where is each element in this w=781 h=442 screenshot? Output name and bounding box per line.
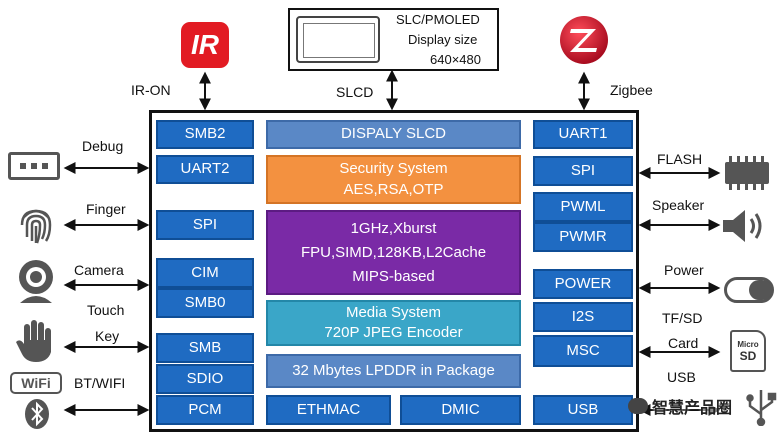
wifi-logo-icon: WiFi bbox=[10, 372, 62, 394]
right-block-pwmr: PWMR bbox=[533, 222, 633, 252]
cpu-features: FPU,SIMD,128KB,L2Cache bbox=[300, 243, 487, 261]
hand-icon bbox=[14, 318, 58, 364]
display-panel: SLC/PMOLED Display size 640×480 bbox=[288, 8, 499, 71]
usb-label: USB bbox=[667, 369, 696, 385]
speaker-label: Speaker bbox=[652, 197, 705, 213]
display-resolution: 640×480 bbox=[430, 52, 481, 67]
micro-sd-icon: Micro SD bbox=[730, 330, 766, 372]
wifi-logo-text: WiFi bbox=[21, 375, 51, 391]
camera-label: Camera bbox=[74, 262, 124, 278]
finger-label: Finger bbox=[86, 201, 126, 217]
bluetooth-icon bbox=[24, 398, 50, 430]
right-block-power: POWER bbox=[533, 269, 633, 299]
bt-wifi-label: BT/WIFI bbox=[74, 375, 126, 391]
flash-label: FLASH bbox=[657, 151, 703, 167]
touch-label: Touch bbox=[87, 302, 125, 318]
zigbee-icon bbox=[558, 14, 610, 66]
wechat-icon bbox=[628, 398, 648, 414]
media-title: Media System bbox=[345, 303, 442, 321]
right-block-msc: MSC bbox=[533, 335, 633, 367]
center-block-security: Security System AES,RSA,OTP bbox=[266, 155, 521, 204]
tf-sd-label: TF/SD bbox=[662, 310, 703, 326]
watermark-text: 智慧产品圈 bbox=[652, 400, 733, 417]
camera-icon bbox=[12, 257, 60, 305]
right-block-i2s: I2S bbox=[533, 302, 633, 332]
zigbee-label: Zigbee bbox=[610, 82, 653, 98]
center-block-media: Media System 720P JPEG Encoder bbox=[266, 300, 521, 346]
cpu-frequency: 1GHz,Xburst bbox=[350, 219, 437, 237]
right-block-usb: USB bbox=[533, 395, 633, 425]
display-title: SLC/PMOLED bbox=[396, 12, 480, 27]
ir-logo-text: IR bbox=[191, 29, 219, 60]
security-title: Security System bbox=[339, 160, 448, 178]
fingerprint-icon bbox=[16, 203, 56, 247]
left-block-smb: SMB bbox=[156, 333, 254, 363]
center-block-lpddr: 32 Mbytes LPDDR in Package bbox=[266, 354, 521, 388]
usb-icon bbox=[744, 386, 778, 427]
display-screen-icon bbox=[296, 16, 380, 63]
micro-sd-text-1: Micro bbox=[737, 339, 759, 349]
display-size-label: Display size bbox=[408, 32, 478, 47]
right-block-spi: SPI bbox=[533, 156, 633, 186]
center-block-slcd: DISPALY SLCD bbox=[266, 120, 521, 149]
bottom-block-ethmac: ETHMAC bbox=[266, 395, 391, 425]
watermark: 智慧产品圈 bbox=[628, 394, 732, 418]
left-block-smb2: SMB2 bbox=[156, 120, 254, 149]
bottom-block-dmic: DMIC bbox=[400, 395, 521, 425]
right-block-uart1: UART1 bbox=[533, 120, 633, 149]
media-encoder: 720P JPEG Encoder bbox=[324, 324, 463, 341]
ir-logo: IR bbox=[181, 22, 229, 68]
left-block-sdio: SDIO bbox=[156, 364, 254, 394]
left-block-uart2: UART2 bbox=[156, 155, 254, 184]
power-toggle-icon bbox=[724, 277, 774, 303]
left-block-spi: SPI bbox=[156, 210, 254, 240]
power-label: Power bbox=[664, 262, 704, 278]
debug-connector-icon bbox=[8, 152, 60, 180]
security-features: AES,RSA,OTP bbox=[343, 180, 444, 198]
center-block-cpu: 1GHz,Xburst FPU,SIMD,128KB,L2Cache MIPS-… bbox=[266, 210, 521, 295]
key-label: Key bbox=[95, 328, 120, 344]
speaker-icon bbox=[721, 206, 771, 246]
left-block-smb0: SMB0 bbox=[156, 288, 254, 318]
card-label: Card bbox=[668, 335, 699, 351]
flash-chip-icon bbox=[721, 154, 773, 192]
micro-sd-text-2: SD bbox=[739, 348, 757, 363]
ir-label: IR-ON bbox=[131, 82, 171, 98]
cpu-architecture: MIPS-based bbox=[352, 267, 435, 285]
right-block-pwml: PWML bbox=[533, 192, 633, 222]
slcd-label: SLCD bbox=[336, 84, 374, 100]
left-block-cim: CIM bbox=[156, 258, 254, 288]
debug-label: Debug bbox=[82, 138, 124, 154]
left-block-pcm: PCM bbox=[156, 395, 254, 425]
